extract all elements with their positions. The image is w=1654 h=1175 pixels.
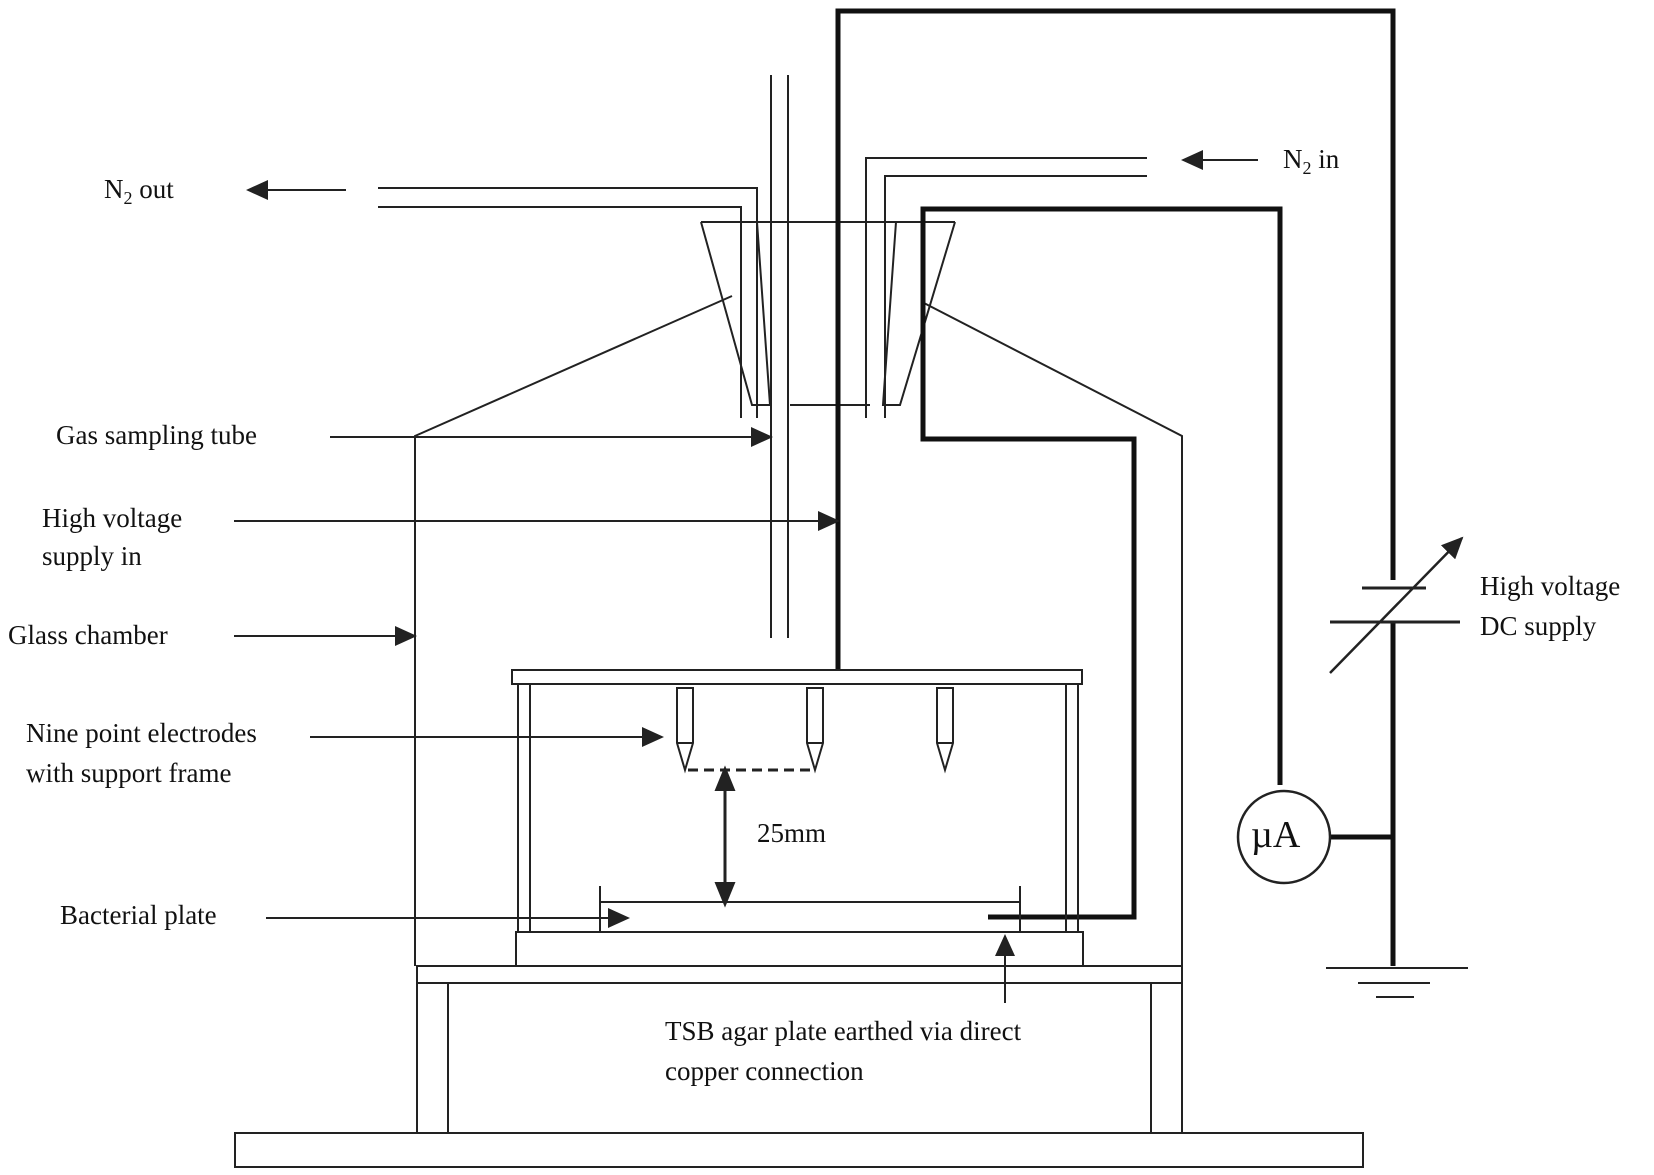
frame-post-left	[517, 683, 531, 933]
label-electrodes-2: with support frame	[26, 758, 232, 788]
electrode-1	[676, 687, 694, 774]
shelf-top	[416, 965, 1183, 984]
stopper-left	[700, 221, 772, 406]
label-earth-2: copper connection	[665, 1056, 864, 1086]
label-arrows	[234, 150, 1258, 1003]
stand-leg-right	[1150, 982, 1183, 1134]
frame-top-bar	[511, 669, 1083, 685]
stopper-right	[881, 221, 956, 406]
earth-wire	[920, 206, 1283, 920]
electrode-3	[936, 687, 954, 774]
chamber-left-wall	[414, 295, 733, 966]
hv-wire	[835, 8, 1396, 966]
chamber-right-wall	[921, 301, 1183, 966]
dc-supply-symbol	[1329, 536, 1464, 674]
meter-unit-label: µA	[1251, 814, 1301, 856]
label-high-voltage-supply-in-2: supply in	[42, 541, 142, 571]
frame-post-right	[1065, 683, 1079, 933]
label-dc-supply-2: DC supply	[1480, 611, 1597, 641]
microammeter	[1236, 789, 1332, 885]
gas-sampling-tube	[770, 75, 789, 638]
bacterial-plate	[599, 886, 1021, 933]
label-n2-out: N2 out	[104, 174, 174, 208]
label-glass-chamber: Glass chamber	[8, 620, 168, 650]
n2-in-pipe	[865, 157, 1147, 418]
label-dc-supply-1: High voltage	[1480, 571, 1621, 601]
frame-base	[515, 931, 1084, 967]
gap-indicator	[688, 765, 815, 908]
label-earth-1: TSB agar plate earthed via direct	[665, 1016, 1022, 1046]
label-n2-in: N2 in	[1283, 144, 1340, 178]
stand-leg-left	[416, 982, 449, 1134]
ground-symbol	[1326, 967, 1468, 998]
n2-out-pipe	[378, 187, 758, 418]
electrode-2	[806, 687, 824, 774]
label-gas-sampling-tube: Gas sampling tube	[56, 420, 257, 450]
label-gap: 25mm	[757, 818, 827, 848]
label-high-voltage-supply-in-1: High voltage	[42, 503, 183, 533]
point-electrodes	[676, 687, 954, 774]
circuit-wiring	[835, 8, 1396, 966]
label-bacterial-plate: Bacterial plate	[60, 900, 217, 930]
base-plate	[234, 1132, 1364, 1168]
label-electrodes-1: Nine point electrodes	[26, 718, 257, 748]
